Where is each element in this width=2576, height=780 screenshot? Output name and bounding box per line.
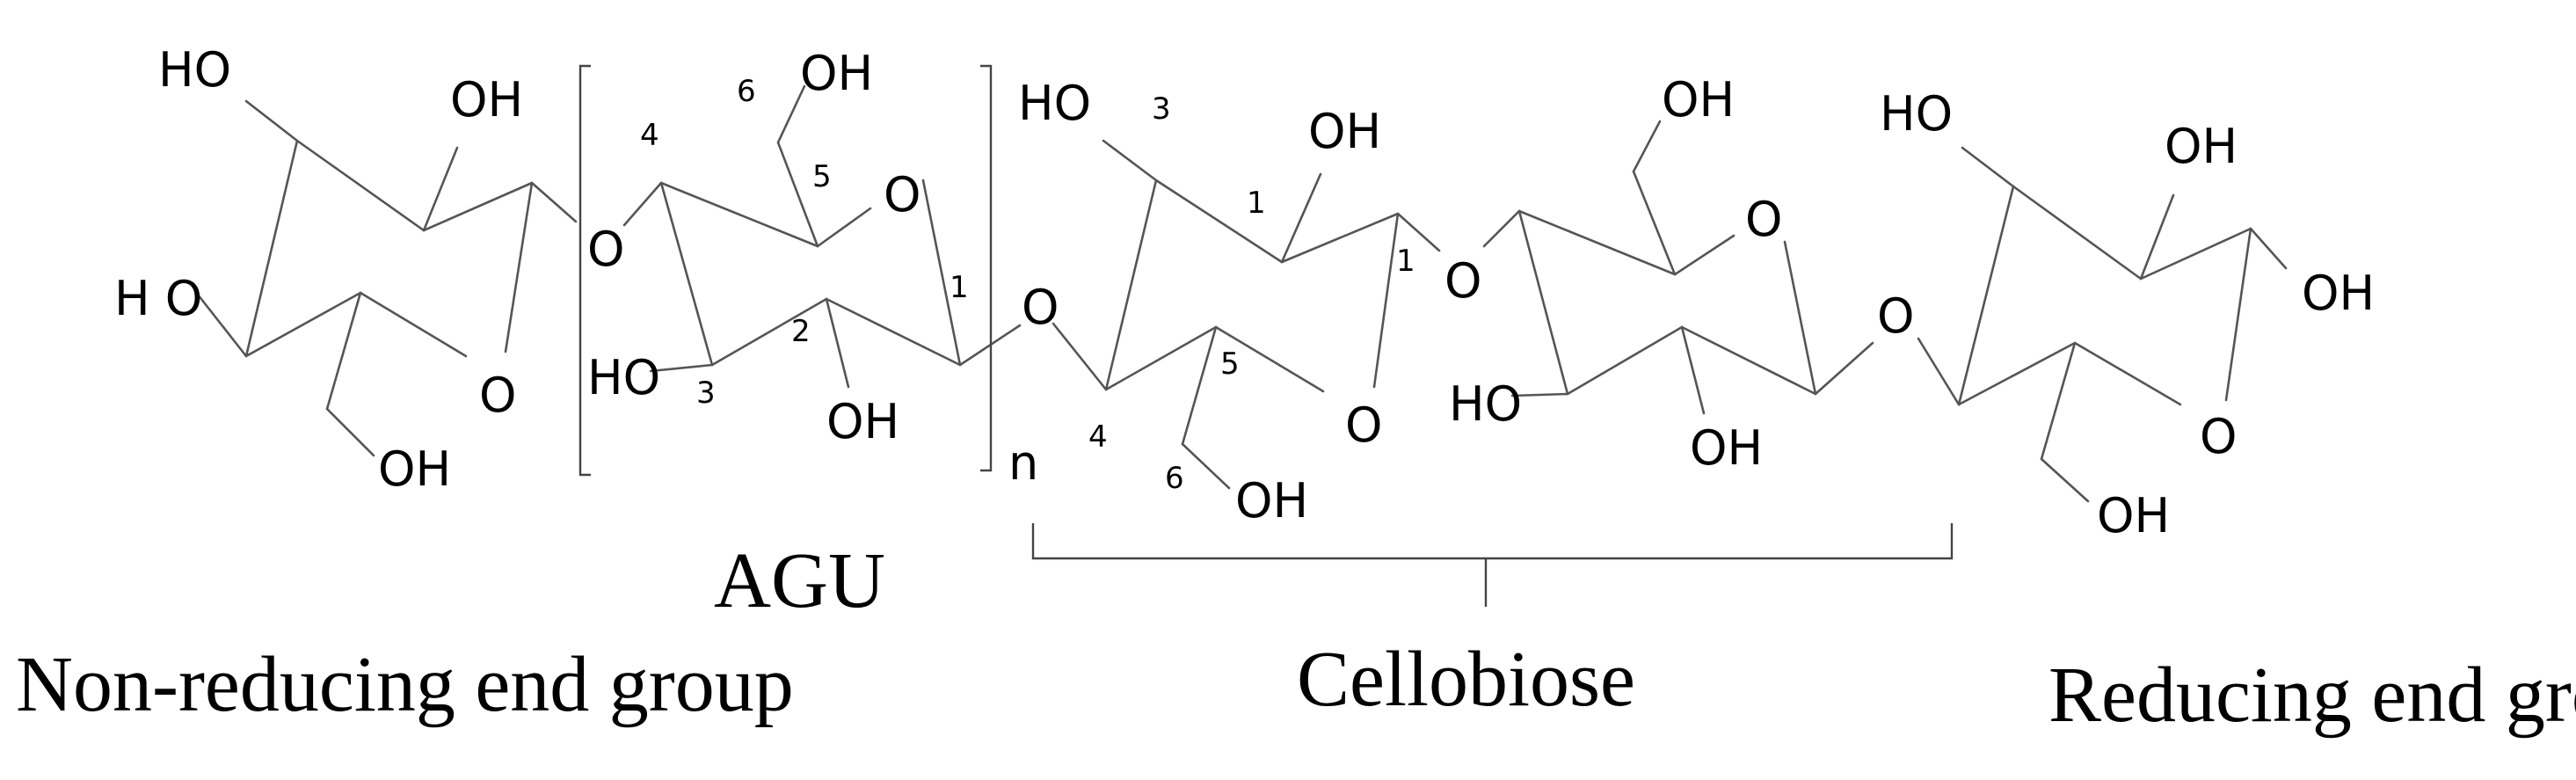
label-oh: OH [450,72,523,128]
carbon-number: 3 [696,375,716,411]
label-h-o: H O [114,271,202,326]
ring-agu-bonds [622,84,1022,389]
label-ho: HO [158,42,231,98]
carbon-numbers: 4 6 5 1 2 3 3 1 1 5 4 6 [640,74,1415,496]
carbon-number: 1 [1396,244,1415,279]
label-oh: OH [378,441,451,497]
ring-cellobiose-2-bonds [1482,120,1874,415]
label-ho: HO [1449,376,1522,432]
label-oh: OH [1690,420,1763,476]
carbon-number: 3 [1152,91,1171,127]
carbon-number: 6 [737,74,756,109]
label-oh: OH [1308,104,1381,159]
label-ho: HO [1018,76,1091,131]
carbon-number: 5 [1220,346,1240,382]
label-oh: OH [2097,488,2170,543]
ring-non-reducing-bonds [196,99,578,457]
label-ho: HO [1880,86,1953,142]
caption-cellobiose: Cellobiose [1297,636,1635,723]
bond-lines [196,84,2288,503]
atom-labels: HO OH H O O OH O OH O HO OH O n HO OH O … [114,42,2375,543]
caption-agu: AGU [714,537,885,624]
label-oh: OH [800,46,873,101]
label-ring-oxygen: O [2200,409,2238,464]
carbon-number: 6 [1165,461,1184,496]
ring-reducing-bonds [1917,146,2288,503]
label-oh: OH [1662,72,1735,128]
right-bracket [980,64,993,472]
caption-reducing-end: Reducing end group [2048,652,2576,739]
label-ring-oxygen: O [1745,192,1783,247]
carbon-number: 2 [791,314,811,349]
caption-non-reducing-end: Non-reducing end group [16,641,794,728]
carbon-number: 4 [1088,419,1108,455]
repeat-brackets [579,64,993,477]
label-glycosidic-oxygen: O [1444,253,1482,309]
carbon-number: 1 [1247,186,1266,221]
label-n: n [1008,435,1038,491]
label-ho: HO [587,350,660,405]
label-oh: OH [2165,119,2238,174]
label-glycosidic-oxygen: O [587,222,625,277]
label-ring-oxygen: O [479,368,517,423]
cellobiose-brace [1031,523,1954,607]
label-glycosidic-oxygen: O [1022,280,1059,335]
left-bracket [579,64,591,477]
label-oh: OH [826,394,899,449]
label-glycosidic-oxygen: O [1877,288,1915,344]
carbon-number: 5 [812,159,832,194]
captions: AGU Cellobiose Non-reducing end group Re… [16,537,2576,739]
label-ring-oxygen: O [884,167,921,222]
ring-cellobiose-1-bonds [1052,139,1441,490]
label-ring-oxygen: O [1345,397,1383,453]
label-oh: OH [2302,266,2375,321]
carbon-number: 1 [950,270,969,305]
carbon-number: 4 [640,118,659,153]
label-oh: OH [1235,473,1308,529]
